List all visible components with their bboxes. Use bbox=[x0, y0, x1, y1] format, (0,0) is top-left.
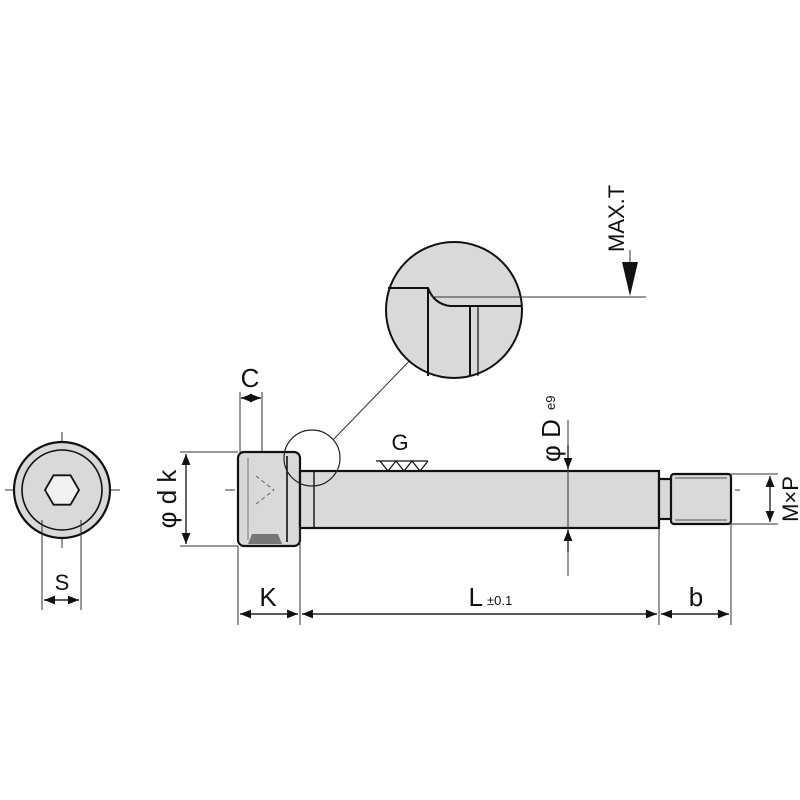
b-label: b bbox=[689, 582, 703, 612]
s-label: S bbox=[55, 570, 70, 595]
max-t-label: MAX.T bbox=[604, 185, 629, 252]
socket-hidden-line-top bbox=[255, 475, 275, 491]
g-surface-finish: G bbox=[376, 430, 429, 472]
detail-callout: MAX.T bbox=[283, 185, 646, 487]
head-inner-circle bbox=[21, 449, 103, 531]
bolt-shoulder bbox=[298, 469, 661, 530]
c-label: C bbox=[241, 363, 260, 393]
c-dimension: C bbox=[239, 363, 263, 452]
d-tolerance-label: e9 bbox=[543, 396, 558, 410]
finish-symbol-icon bbox=[379, 460, 429, 472]
bolt-head bbox=[236, 450, 302, 548]
dk-label: φ d k bbox=[152, 469, 182, 529]
detail-zoom-circle bbox=[385, 241, 523, 379]
d-dimension: φ D e9 bbox=[536, 396, 573, 576]
dk-dimension: φ d k bbox=[152, 451, 238, 547]
l-tolerance-label: ±0.1 bbox=[487, 593, 512, 608]
length-dimensions: K L ±0.1 b bbox=[237, 524, 732, 625]
end-view: S bbox=[5, 432, 120, 610]
detail-marker-circle bbox=[283, 429, 341, 487]
head-body bbox=[236, 450, 302, 548]
max-t-arrow-icon bbox=[622, 262, 638, 296]
hex-socket-icon bbox=[43, 474, 81, 506]
thread-body bbox=[669, 472, 733, 526]
g-label: G bbox=[391, 430, 408, 455]
socket-hidden-line-bottom bbox=[255, 489, 275, 505]
detail-leader-line bbox=[332, 351, 419, 441]
mxp-label: M×P bbox=[778, 476, 800, 522]
k-label: K bbox=[259, 582, 277, 612]
mxp-dimension: M×P bbox=[731, 473, 800, 525]
bolt-thread bbox=[657, 472, 733, 526]
l-label: L bbox=[469, 582, 483, 612]
d-label: φ D bbox=[536, 419, 566, 462]
head-chamfer-shade bbox=[248, 534, 282, 544]
